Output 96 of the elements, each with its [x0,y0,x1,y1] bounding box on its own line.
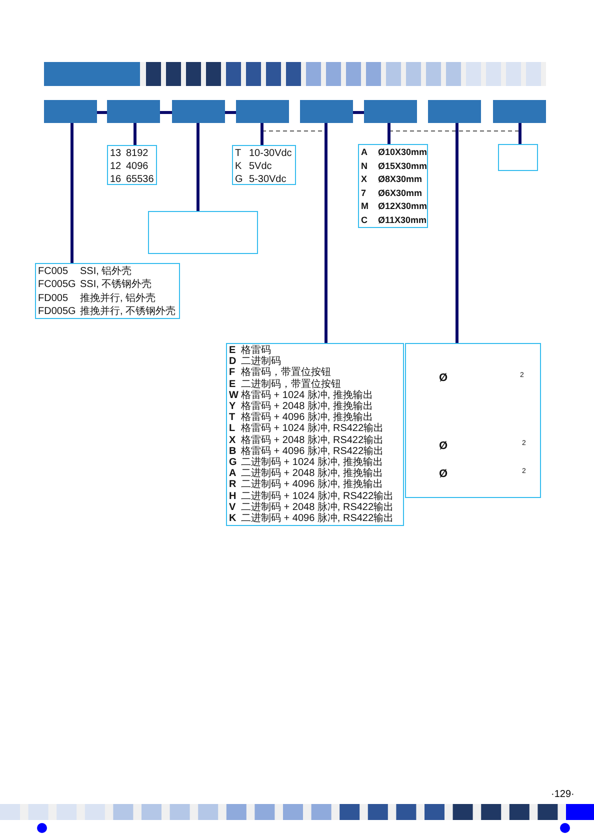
option-code: G [235,173,244,186]
connector-line [324,123,328,343]
option-code: E [229,345,237,356]
option-code: A [229,468,238,480]
code-segment-box [428,100,481,123]
option-description: Ø10X30mm [378,146,428,159]
option-code: C [361,214,368,226]
separator-dash [353,111,364,114]
option-description: 8192 [126,147,150,160]
option-table-box [358,144,428,228]
option-code: L [229,423,236,435]
option-code: H [229,490,238,502]
option-description: 二进制码 + 2048 脉冲, 推挽输出 [241,468,384,480]
option-description: 格雷码 + 4096 脉冲, 推挽输出 [241,412,373,424]
option-table-box [35,263,180,319]
option-code: FD005G [38,304,77,318]
option-code: FC005 [38,265,70,278]
option-description: 65536 [126,173,155,186]
option-description: 格雷码 + 1024 脉冲, 推挽输出 [241,390,374,401]
option-description: 二进制码 + 1024 脉冲, RS422输出 [241,490,395,502]
option-description: Ø11X30mm [378,214,428,226]
option-code: 16 [110,173,122,186]
option-description: 10-30Vdc [249,147,293,160]
option-description: 格雷码 + 2048 脉冲, RS422输出 [241,434,385,446]
code-segment-box [236,100,289,123]
option-description: 二进制码 + 1024 脉冲, 推挽输出 [241,457,384,468]
connector-line [518,123,522,144]
option-description: Ø12X30mm [378,200,428,213]
option-description: SSI, 铝外壳 [80,265,133,278]
connector-line [70,123,74,263]
page-number: ·129· [551,789,574,800]
option-description: 二进制码，带置位按钮 [241,378,342,390]
diameter-symbol: Ø [439,440,448,452]
option-code: 7 [361,186,368,200]
code-segment-box [107,100,160,123]
connector-line [134,123,136,145]
option-description: 二进制码 + 4096 脉冲, RS422输出 [241,513,395,524]
option-table-box [232,145,296,185]
code-segment-box [44,100,97,123]
connector-line [196,123,200,211]
connector-line [456,123,458,343]
option-code: V [229,502,237,514]
option-code: FC005G [38,278,77,292]
connector-line [260,123,264,145]
option-code: 13 [110,147,122,160]
option-description: 格雷码 + 2048 脉冲, 推挽输出 [241,401,374,412]
option-code: D [229,356,238,368]
code-segment-box [364,100,417,123]
diameter-symbol: Ø [439,372,448,384]
option-code: 12 [110,160,122,173]
option-code: M [361,200,370,213]
option-description: 格雷码 + 1024 脉冲, RS422输出 [241,423,385,434]
option-code: T [229,412,236,424]
option-description: 推挽并行, 不锈钢外壳 [80,304,177,318]
option-description: 格雷码 [241,345,271,356]
option-code: G [229,457,238,468]
option-description: 5-30Vdc [249,173,288,186]
option-code: R [229,479,238,491]
option-description: 二进制码 + 2048 脉冲, RS422输出 [241,502,395,513]
diameter-symbol: Ø [439,468,448,480]
option-description: 二进制码 [241,356,281,368]
option-code: FD005 [38,292,70,305]
code-segment-box [493,100,546,123]
option-description: Ø15X30mm [378,160,428,172]
option-code: T [235,147,242,160]
option-description: Ø8X30mm [378,173,424,186]
option-code: K [235,160,243,173]
option-description: 5Vdc [249,160,273,173]
option-code: A [361,146,368,159]
option-table-box [107,145,157,185]
option-code: X [361,173,368,186]
empty-option-box [148,211,258,254]
option-code: X [229,434,237,446]
option-description: 二进制码 + 4096 脉冲, 推挽输出 [241,479,384,490]
code-segment-box [172,100,225,123]
option-description: 格雷码 + 4096 脉冲, RS422输出 [241,446,385,457]
option-code: Y [229,401,237,412]
option-code: E [229,378,237,390]
option-description: 推挽并行, 铝外壳 [80,292,157,305]
option-code: N [361,160,368,172]
separator-dash [97,111,107,114]
option-description: 4096 [126,160,150,173]
option-code: K [229,513,238,524]
option-code: B [229,446,238,458]
option-description: 格雷码，带置位按钮 [241,367,332,378]
code-segment-box [300,100,353,123]
connector-line [388,123,390,144]
option-description: SSI, 不锈钢外壳 [80,278,153,292]
separator-dash [225,111,236,114]
option-table-box [405,343,541,498]
separator-dash [160,111,172,114]
option-table-box [226,343,404,526]
option-code: F [229,367,236,379]
empty-option-box [498,144,538,171]
option-code: W [229,390,240,402]
option-description: Ø6X30mm [378,186,424,200]
